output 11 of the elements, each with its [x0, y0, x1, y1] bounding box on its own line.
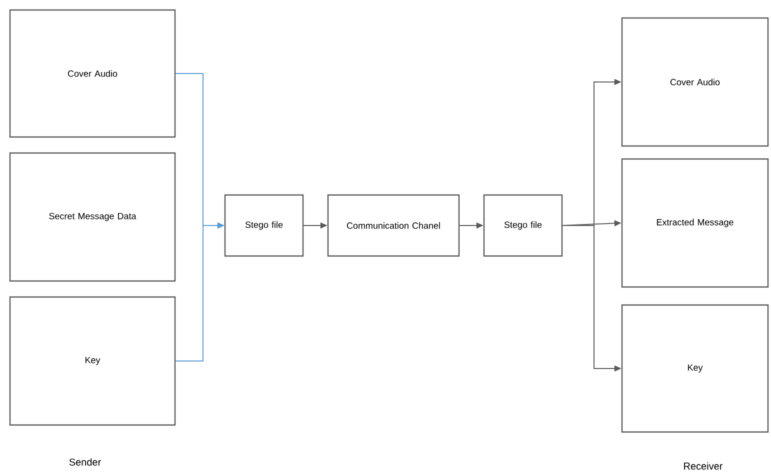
- process-box: Stego file: [224, 194, 304, 257]
- role-label: Sender: [69, 458, 101, 466]
- process-box: Extracted Message: [621, 158, 769, 288]
- process-box: Key: [9, 296, 176, 426]
- process-box: Key: [621, 304, 769, 433]
- process-box: Cover Audio: [9, 9, 176, 138]
- process-box: Stego file: [483, 194, 563, 257]
- process-box: Secret Message Data: [9, 152, 176, 282]
- process-box: Cover Audio: [621, 17, 769, 147]
- role-label: Receiver: [684, 462, 723, 470]
- process-box: Communication Chanel: [327, 194, 460, 257]
